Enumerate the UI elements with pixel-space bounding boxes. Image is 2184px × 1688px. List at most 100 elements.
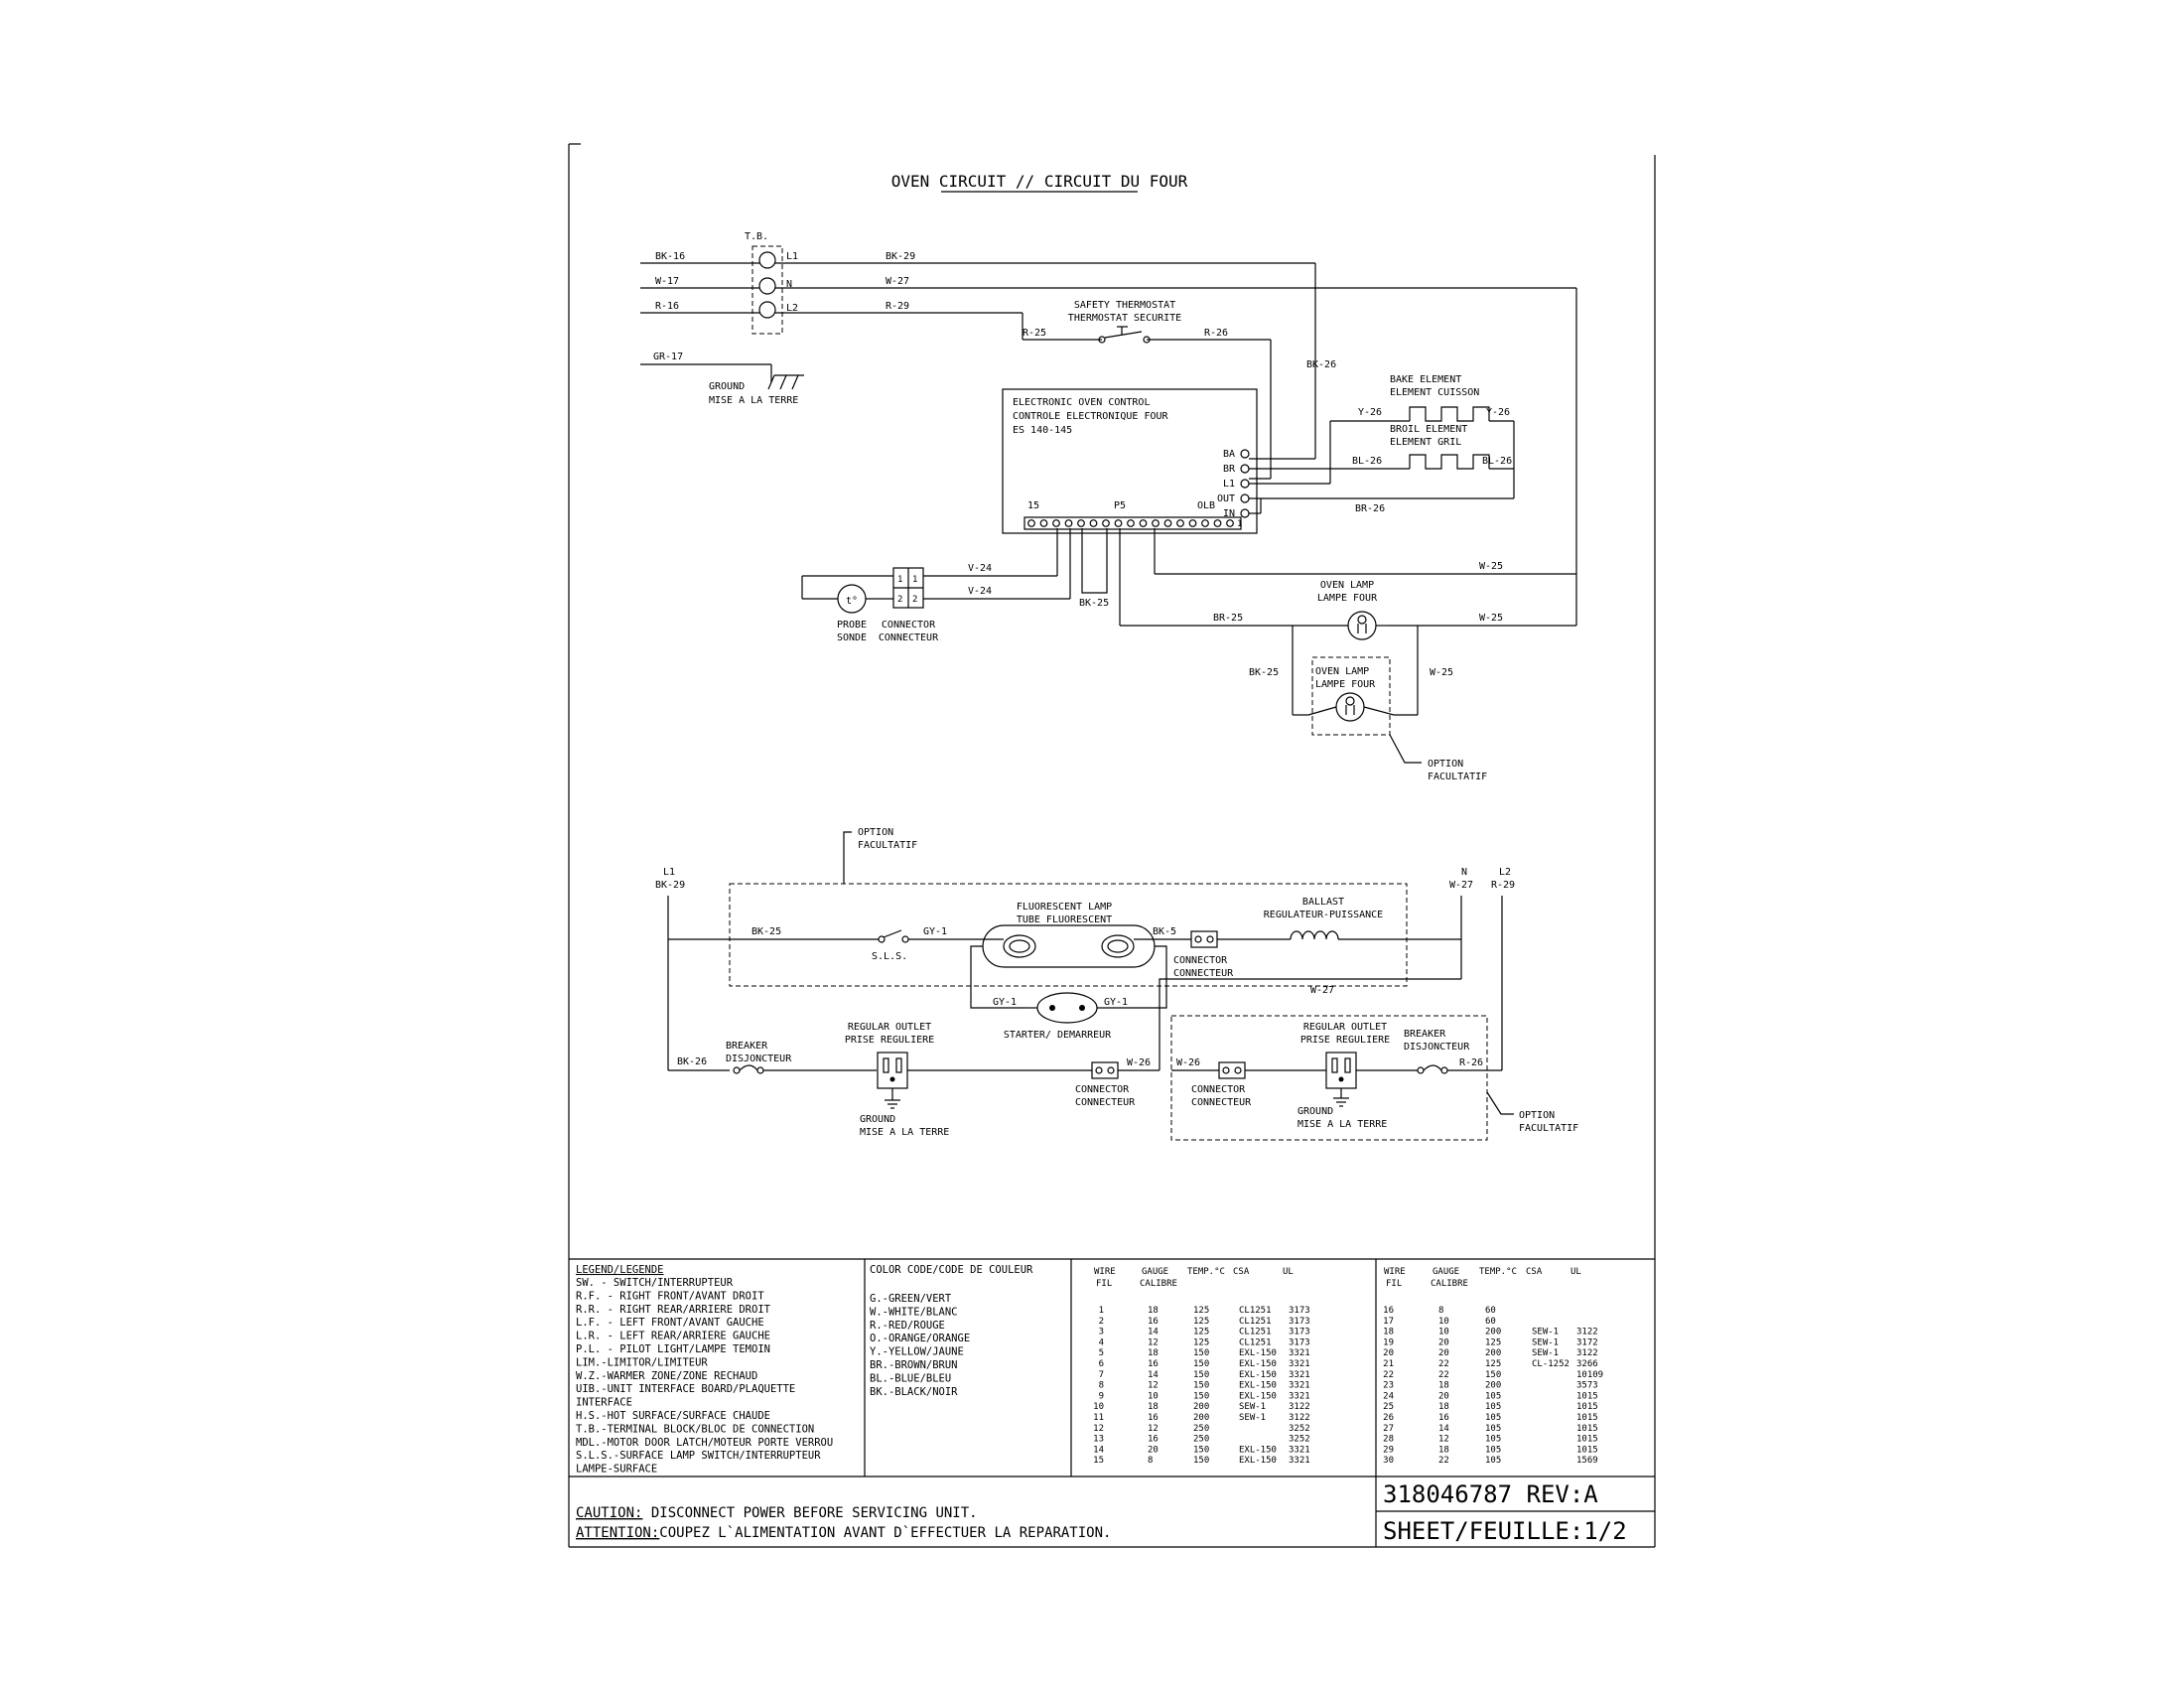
fluor-fr: TUBE FLUORESCENT: [1017, 914, 1112, 925]
wire-table-cell: 250: [1193, 1424, 1209, 1434]
control-pin-terminal: [1226, 519, 1234, 527]
wire-table-cell: 150: [1193, 1348, 1209, 1358]
ballast: BALLAST REGULATEUR-PUISSANCE: [1264, 897, 1383, 940]
wire-bl26-left: BL-26: [1352, 456, 1382, 467]
wire-table-cell: 18: [1148, 1348, 1159, 1358]
wire-table-cell: 200: [1193, 1402, 1209, 1412]
p5-label: P5: [1114, 500, 1126, 511]
pin-ba: BA: [1223, 449, 1235, 460]
control-pin-terminal: [1027, 519, 1035, 527]
pin-l1: L1: [1223, 479, 1235, 490]
wire-w25-lamp: W-25: [1430, 667, 1453, 678]
color-code-item: W.-WHITE/BLANC: [870, 1306, 958, 1318]
wire-table-cell: 13: [1093, 1435, 1104, 1445]
wire-table-header: CSA: [1526, 1267, 1543, 1277]
ground-1-en: GROUND: [860, 1114, 895, 1125]
wire-bk25-loop: BK-25: [1079, 598, 1109, 609]
wire-table-cell: EXL-150: [1239, 1456, 1277, 1466]
wire-v24-bottom: V-24: [968, 586, 992, 597]
wire-table-cell: 10: [1093, 1402, 1104, 1412]
connector-pin-2b: 2: [912, 595, 917, 605]
wire-table-cell: 18: [1438, 1402, 1449, 1412]
connector-1-en: CONNECTOR: [1173, 955, 1228, 966]
color-code-item: BR.-BROWN/BRUN: [870, 1359, 958, 1371]
breaker-1: BREAKER DISJONCTEUR: [726, 1041, 792, 1074]
color-code-item: R.-RED/ROUGE: [870, 1320, 945, 1332]
page-frame: [568, 143, 1656, 1548]
connector-1-fr: CONNECTEUR: [1173, 968, 1234, 979]
option-label-1-fr: FACULTATIF: [1428, 772, 1487, 782]
safety-thermostat: [1098, 326, 1151, 344]
sls-switch: S.L.S.: [872, 929, 909, 962]
control-pin-terminal: [1114, 519, 1123, 527]
control-pin-terminal: [1176, 519, 1184, 527]
l1-label: L1: [663, 867, 675, 878]
wire-table-cell: 22: [1383, 1370, 1394, 1380]
wire-table-cell: EXL-150: [1239, 1370, 1277, 1380]
l2-wire: R-29: [1491, 880, 1515, 891]
ground-label-fr: MISE A LA TERRE: [709, 395, 798, 406]
wire-bk5: BK-5: [1153, 926, 1176, 937]
p15-label: 15: [1027, 500, 1039, 511]
wire-table-cell: 3266: [1576, 1359, 1598, 1369]
legend-item: UIB.-UNIT INTERFACE BOARD/PLAQUETTE: [576, 1383, 795, 1395]
wire-table-subheader: CALIBRE: [1140, 1279, 1177, 1289]
wire-table-cell: 150: [1193, 1391, 1209, 1401]
wire-table-cell: 3252: [1289, 1435, 1310, 1445]
wire-table-header: WIRE: [1094, 1267, 1116, 1277]
broil-element-en: BROIL ELEMENT: [1390, 424, 1467, 435]
option-label-1-en: OPTION: [1428, 759, 1463, 770]
wire-table-cell: SEW-1: [1239, 1413, 1266, 1423]
legend-item: L.R. - LEFT REAR/ARRIERE GAUCHE: [576, 1331, 770, 1342]
wire-table-cell: 3122: [1576, 1328, 1598, 1337]
wire-table-cell: 3321: [1289, 1445, 1310, 1455]
wire-table-cell: 3: [1099, 1328, 1104, 1337]
wire-table-cell: 18: [1383, 1328, 1394, 1337]
wire-table-cell: 3173: [1289, 1306, 1310, 1316]
legend-item: L.F. - LEFT FRONT/AVANT GAUCHE: [576, 1317, 764, 1329]
wire-table-cell: 10: [1438, 1328, 1449, 1337]
wire-gy1-right: GY-1: [1104, 997, 1128, 1008]
wire-table-cell: 14: [1438, 1424, 1449, 1434]
wire-table-cell: 18: [1148, 1306, 1159, 1316]
wire-table-cell: 125: [1193, 1306, 1209, 1316]
option-bottom-en: OPTION: [1519, 1110, 1555, 1121]
wire-r16: R-16: [655, 301, 679, 312]
wire-table-cell: 125: [1193, 1317, 1209, 1327]
wire-table-cell: 3122: [1289, 1413, 1310, 1423]
wire-table-cell: 11: [1093, 1413, 1104, 1423]
wire-table-cell: EXL-150: [1239, 1348, 1277, 1358]
wire-table-cell: CL1251: [1239, 1337, 1272, 1347]
color-code-item: G.-GREEN/VERT: [870, 1293, 952, 1305]
wire-table-cell: 3122: [1289, 1402, 1310, 1412]
wire-table-cell: 14: [1093, 1445, 1104, 1455]
tb-n: N: [786, 279, 792, 290]
option-bottom-fr: FACULTATIF: [1519, 1123, 1578, 1134]
wire-v24-top: V-24: [968, 563, 992, 574]
control-line-1: ELECTRONIC OVEN CONTROL: [1013, 397, 1150, 408]
wire-table-cell: SEW-1: [1239, 1402, 1266, 1412]
oven-lamp-optional: OVEN LAMP LAMPE FOUR: [1311, 656, 1391, 736]
starter: GY-1 GY-1 STARTER/ DEMARREUR: [993, 992, 1128, 1041]
wire-table-cell: 8: [1099, 1381, 1104, 1391]
color-code-title: COLOR CODE/CODE DE COULEUR: [870, 1264, 1033, 1276]
wire-table-cell: 1: [1099, 1306, 1104, 1316]
color-code-item: O.-ORANGE/ORANGE: [870, 1333, 970, 1344]
wire-table-subheader: FIL: [1386, 1279, 1402, 1289]
wire-table-cell: 105: [1485, 1413, 1501, 1423]
connector-label-fr: CONNECTEUR: [879, 633, 939, 643]
wire-table-cell: 3321: [1289, 1359, 1310, 1369]
wire-br26: BR-26: [1355, 503, 1385, 514]
wire-table-cell: 20: [1438, 1348, 1449, 1358]
wire-table-cell: 200: [1485, 1381, 1501, 1391]
wire-table-cell: 3321: [1289, 1348, 1310, 1358]
control-pin-terminal: [1089, 519, 1098, 527]
wire-table-cell: 30: [1383, 1456, 1394, 1466]
connector-2-fr: CONNECTEUR: [1075, 1097, 1136, 1108]
wire-table-cell: 12: [1148, 1337, 1159, 1347]
wire-table-cell: 12: [1148, 1424, 1159, 1434]
wire-table-cell: 3321: [1289, 1381, 1310, 1391]
probe-label-fr: SONDE: [837, 633, 867, 643]
wire-table-cell: 27: [1383, 1424, 1394, 1434]
